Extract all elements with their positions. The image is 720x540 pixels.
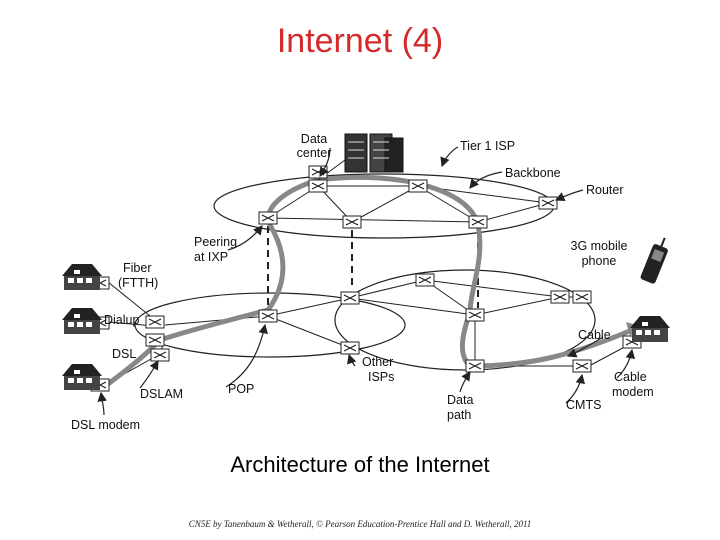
server-rack-icon [308,133,404,181]
router-icon [145,179,592,373]
annotation-arrows [97,146,636,416]
mobile-phone-icon [640,237,668,284]
tier1-isp-label: Tier 1 ISP [460,139,515,153]
backbone-ring [213,173,555,239]
pop-label: POP [228,382,254,396]
other-isp-ring [334,269,596,371]
dsl-modem-label: DSL modem [71,418,140,432]
dialup-label: Dialup [104,313,139,327]
copyright-footer: CN5E by Tanenbaum & Wetherall, © Pearson… [188,519,532,529]
backbone-label: Backbone [505,166,561,180]
cable-label: Cable [578,328,611,342]
regional-isp-ring [134,292,406,358]
backbone-links [164,185,580,367]
slide-title: Internet (4) [276,22,444,60]
fiber-label: Fiber(FTTH) [118,261,158,290]
cmts-label: CMTS [566,398,601,412]
router-label: Router [586,183,624,197]
dsl-label: DSL [112,347,136,361]
diagram-caption: Architecture of the Internet [230,452,490,477]
dslam-label: DSLAM [140,387,183,401]
